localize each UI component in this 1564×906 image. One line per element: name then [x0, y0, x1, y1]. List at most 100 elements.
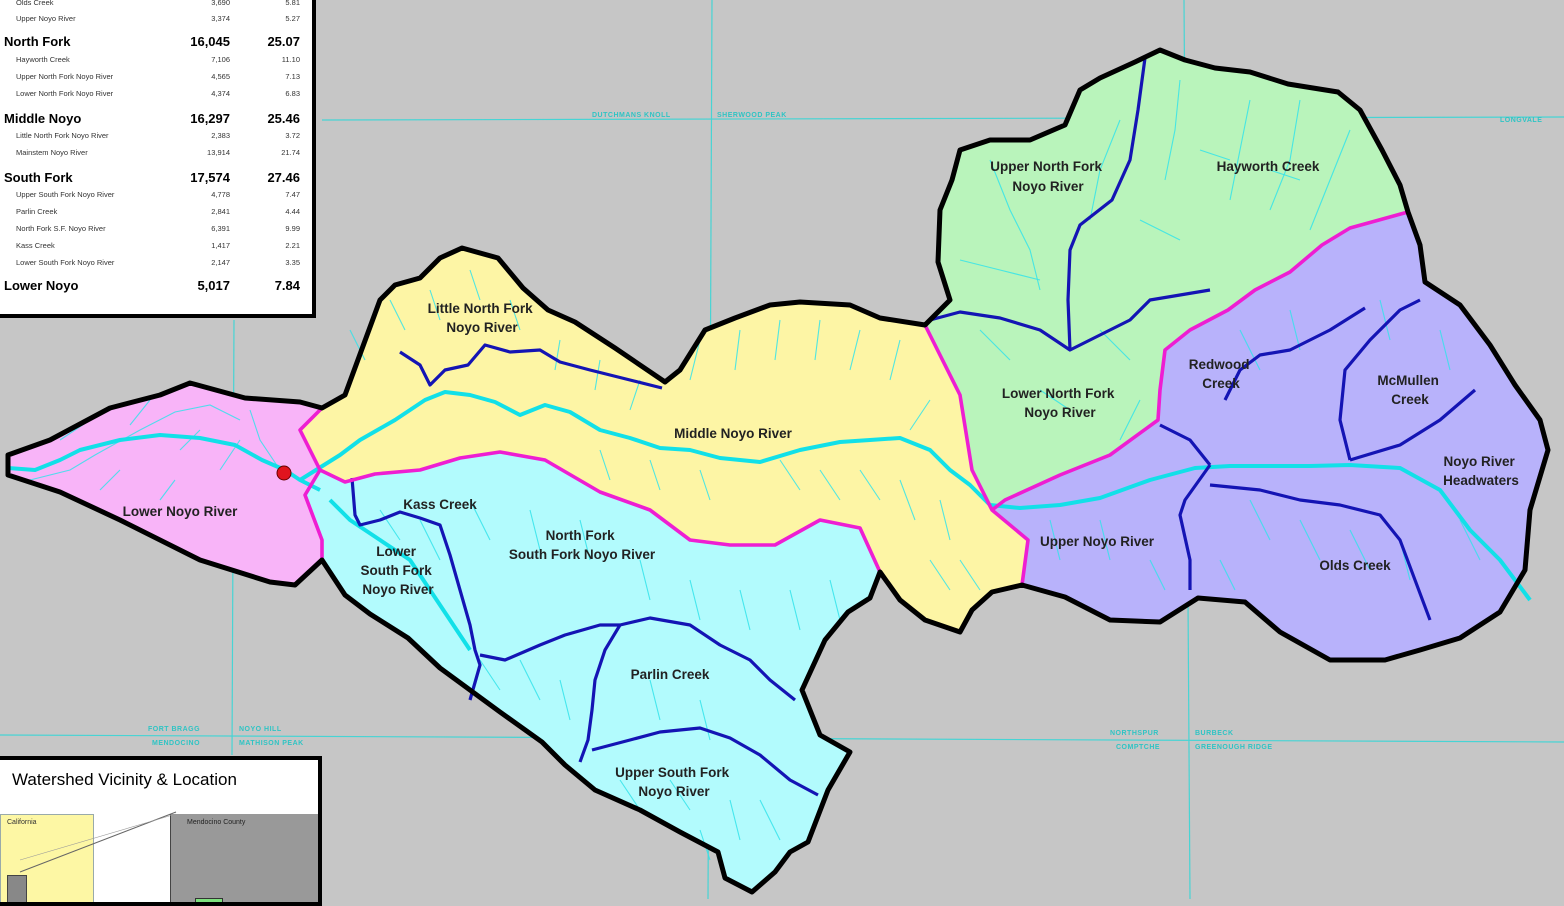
label-north-fork-south-fork: North Fork South Fork Noyo River	[509, 528, 656, 562]
table-cell-name: North Fork	[4, 34, 71, 49]
table-row: Little North Fork Noyo River 2,383 3.72	[0, 131, 320, 147]
table-cell-name: Little North Fork Noyo River	[16, 131, 109, 140]
region-south-fork	[305, 452, 880, 892]
label-mcmullen-creek: McMullen Creek	[1377, 373, 1442, 407]
label-upper-north-fork: Upper North Fork Noyo River	[990, 159, 1106, 194]
label-little-north-fork: Little North Fork Noyo River	[428, 301, 537, 335]
table-cell-name: Hayworth Creek	[16, 55, 70, 64]
table-cell-name: North Fork S.F. Noyo River	[16, 224, 106, 233]
table-row: Upper South Fork Noyo River 4,778 7.47	[0, 190, 320, 206]
table-cell-pct: 7.47	[285, 190, 300, 199]
table-group-row: Lower Noyo 5,017 7.84	[0, 278, 320, 294]
california-inset: California	[0, 814, 94, 902]
table-cell-name: South Fork	[4, 170, 73, 185]
table-cell-name: Parlin Creek	[16, 207, 58, 216]
table-cell-acres: 2,147	[211, 258, 230, 267]
region-lower-noyo	[8, 383, 322, 585]
region-labels: Upper North Fork Noyo River Hayworth Cre…	[123, 159, 1519, 799]
table-cell-pct: 9.99	[285, 224, 300, 233]
region-middle-noyo	[300, 248, 1028, 632]
quad-label: COMPTCHE	[1116, 744, 1160, 751]
table-cell-pct: 27.46	[267, 170, 300, 185]
quad-label: SHERWOOD PEAK	[717, 112, 787, 119]
table-cell-pct: 3.72	[285, 131, 300, 140]
tributaries	[350, 57, 1477, 797]
location-marker[interactable]	[276, 465, 292, 481]
quad-label: GREENOUGH RIDGE	[1195, 744, 1273, 751]
table-cell-acres: 4,778	[211, 190, 230, 199]
label-upper-south-fork: Upper South Fork Noyo River	[615, 765, 733, 799]
table-cell-acres: 7,106	[211, 55, 230, 64]
california-label: California	[7, 819, 37, 826]
watershed-outline	[5, 47, 1551, 895]
table-group-row: North Fork 16,045 25.07	[0, 34, 320, 50]
label-lower-south-fork: Lower South Fork Noyo River	[360, 544, 435, 597]
table-cell-name: Middle Noyo	[4, 111, 82, 126]
table-cell-acres: 6,391	[211, 224, 230, 233]
table-cell-name: Lower South Fork Noyo River	[16, 258, 115, 267]
table-row: Lower South Fork Noyo River 2,147 3.35	[0, 258, 320, 274]
table-cell-acres: 4,374	[211, 89, 230, 98]
table-cell-name: Lower North Fork Noyo River	[16, 89, 114, 98]
table-cell-acres: 5,017	[197, 278, 230, 293]
table-cell-pct: 21.74	[281, 148, 300, 157]
table-cell-acres: 16,045	[190, 34, 230, 49]
region-north-fork	[925, 50, 1408, 510]
table-cell-acres: 2,841	[211, 207, 230, 216]
table-cell-pct: 5.81	[285, 0, 300, 7]
table-row: North Fork S.F. Noyo River 6,391 9.99	[0, 224, 320, 240]
table-cell-pct: 25.46	[267, 111, 300, 126]
table-cell-acres: 1,417	[211, 241, 230, 250]
table-cell-pct: 7.84	[274, 278, 300, 293]
label-noyo-headwaters: Noyo River Headwaters	[1443, 454, 1519, 488]
quad-label: BURBECK	[1195, 730, 1234, 737]
quad-labels: DUTCHMANS KNOLL SHERWOOD PEAK LONGVALE F…	[148, 112, 1542, 751]
region-headwaters	[992, 212, 1548, 660]
county-label: Mendocino County	[187, 819, 246, 826]
table-row: Parlin Creek 2,841 4.44	[0, 207, 320, 223]
table-cell-acres: 13,914	[207, 148, 230, 157]
subdivision-boundaries	[298, 210, 1409, 586]
quad-label: FORT BRAGG	[148, 726, 200, 733]
table-cell-acres: 4,565	[211, 72, 230, 81]
label-olds-creek: Olds Creek	[1319, 558, 1391, 573]
table-cell-pct: 6.83	[285, 89, 300, 98]
quad-label: NORTHSPUR	[1110, 730, 1159, 737]
table-row: Hayworth Creek 7,106 11.10	[0, 55, 320, 71]
table-cell-acres: 3,374	[211, 14, 230, 23]
quad-label: MENDOCINO	[152, 740, 200, 747]
table-cell-name: Upper South Fork Noyo River	[16, 190, 115, 199]
table-cell-name: Upper Noyo River	[16, 14, 76, 23]
table-cell-pct: 3.35	[285, 258, 300, 267]
table-cell-acres: 3,690	[211, 0, 230, 7]
table-row: Olds Creek 3,690 5.81	[0, 0, 320, 14]
table-cell-pct: 25.07	[267, 34, 300, 49]
table-cell-name: Kass Creek	[16, 241, 55, 250]
table-cell-name: Olds Creek	[16, 0, 54, 7]
quad-label: LONGVALE	[1500, 117, 1542, 124]
label-lower-north-fork: Lower North Fork Noyo River	[1002, 386, 1118, 420]
county-inset: Mendocino County	[170, 814, 318, 902]
table-cell-pct: 7.13	[285, 72, 300, 81]
table-cell-name: Lower Noyo	[4, 278, 79, 293]
table-group-row: South Fork 17,574 27.46	[0, 170, 320, 186]
label-redwood-creek: Redwood Creek	[1189, 357, 1254, 391]
quad-label: MATHISON PEAK	[239, 740, 304, 747]
table-row: Lower North Fork Noyo River 4,374 6.83	[0, 89, 320, 105]
vicinity-title: Watershed Vicinity & Location	[12, 770, 237, 789]
label-middle-noyo-river: Middle Noyo River	[674, 426, 793, 441]
county-shape	[7, 875, 27, 902]
table-cell-name: Upper North Fork Noyo River	[16, 72, 114, 81]
stream-network	[29, 79, 1481, 861]
table-cell-pct: 4.44	[285, 207, 300, 216]
label-lower-noyo-river: Lower Noyo River	[123, 504, 239, 519]
quad-label: DUTCHMANS KNOLL	[592, 112, 671, 119]
vicinity-panel: Watershed Vicinity & Location California…	[0, 756, 322, 906]
table-cell-pct: 11.10	[281, 55, 300, 64]
table-cell-acres: 2,383	[211, 131, 230, 140]
table-cell-acres: 17,574	[190, 170, 230, 185]
table-cell-pct: 5.27	[285, 14, 300, 23]
